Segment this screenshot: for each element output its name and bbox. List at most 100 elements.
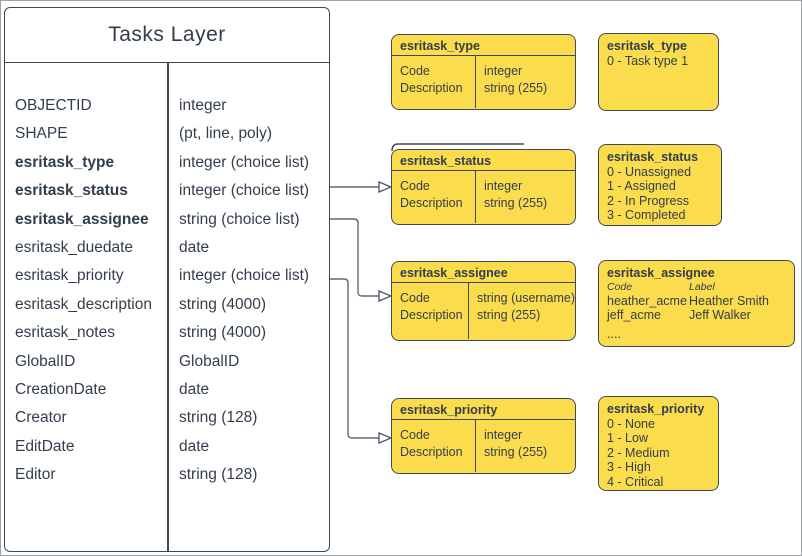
schema-box-esritask-priority: esritask_priority Code Description integ… — [391, 398, 576, 474]
value-box-title: esritask_type — [607, 39, 687, 53]
schema-field-name: Description — [400, 308, 463, 322]
value-box-esritask-status: esritask_status 0 - Unassigned 1 - Assig… — [598, 144, 722, 226]
domain-value: 1 - Low — [607, 431, 648, 446]
field-row-esritask-duedate: esritask_duedate date — [5, 234, 329, 262]
schema-field-type: string (255) — [484, 445, 548, 459]
domain-value: 1 - Assigned — [607, 179, 676, 194]
domain-value: 2 - In Progress — [607, 193, 689, 208]
tasks-layer-box: Tasks Layer OBJECTID integer SHAPE (pt, … — [4, 7, 330, 552]
domain-value: 0 - Unassigned — [607, 164, 692, 179]
field-name: esritask_notes — [15, 324, 115, 342]
assignee-label: Jeff Walker — [689, 308, 751, 323]
schema-box-title: esritask_assignee — [392, 262, 575, 283]
arrowhead-esritask-priority — [378, 432, 393, 444]
field-type: string (choice list) — [179, 210, 300, 228]
schema-field-type: integer — [484, 64, 523, 78]
schema-field-type: string (255) — [484, 81, 548, 95]
field-type: string (4000) — [179, 324, 267, 342]
field-type: date — [179, 381, 210, 399]
schema-field-type: integer — [484, 179, 523, 193]
schema-field-type: string (255) — [484, 196, 548, 210]
value-box-esritask-priority: esritask_priority 0 - None 1 - Low 2 - M… — [598, 396, 719, 491]
schema-box-esritask-type: esritask_type Code Description integer s… — [391, 34, 576, 110]
schema-field-name: Description — [400, 81, 463, 95]
domain-value: 0 - None — [607, 416, 655, 431]
field-row-shape: SHAPE (pt, line, poly) — [5, 120, 329, 148]
field-row-creationdate: CreationDate date — [5, 376, 329, 404]
field-name: esritask_status — [15, 182, 128, 200]
tasks-layer-field-list: OBJECTID integer SHAPE (pt, line, poly) … — [5, 63, 329, 551]
arrowhead-esritask-status — [378, 181, 393, 193]
schema-field-type: integer — [484, 428, 523, 442]
schema-field-type: string (username) — [477, 291, 575, 305]
schema-field-type: string (255) — [477, 308, 541, 322]
field-type: integer — [179, 97, 227, 114]
schema-field-name: Code — [400, 179, 430, 193]
field-name: esritask_type — [15, 153, 115, 171]
field-type: date — [179, 239, 210, 257]
schema-field-name: Code — [400, 291, 430, 305]
schema-box-title: esritask_priority — [392, 399, 575, 420]
field-row-esritask-type: esritask_type integer (choice list) — [5, 149, 329, 177]
connector-esritask-assignee — [330, 218, 379, 297]
field-type: integer (choice list) — [179, 182, 310, 200]
field-type: integer (choice list) — [179, 153, 310, 171]
schema-field-name: Code — [400, 428, 430, 442]
schema-box-esritask-assignee: esritask_assignee Code Description strin… — [391, 261, 576, 341]
value-box-esritask-type: esritask_type 0 - Task type 1 — [598, 33, 719, 111]
field-row-objectid: OBJECTID integer — [5, 92, 329, 120]
tasks-layer-title: Tasks Layer — [5, 8, 329, 63]
field-name: CreationDate — [15, 381, 107, 399]
field-row-editdate: EditDate date — [5, 433, 329, 461]
column-divider — [167, 63, 169, 551]
field-type: string (128) — [179, 466, 258, 484]
value-box-title: esritask_priority — [607, 402, 705, 416]
field-type: string (128) — [179, 409, 258, 427]
domain-value: 4 - Critical — [607, 474, 664, 489]
value-box-esritask-assignee: esritask_assignee Code Label heather_acm… — [598, 260, 795, 347]
field-row-creator: Creator string (128) — [5, 404, 329, 432]
field-type: GlobalID — [179, 352, 240, 370]
connector-esritask-priority — [330, 278, 379, 439]
field-type: (pt, line, poly) — [179, 125, 273, 143]
assignee-label-header: Label — [689, 280, 715, 293]
value-box-title: esritask_assignee — [607, 266, 715, 280]
schema-box-esritask-status: esritask_status Code Description integer… — [391, 149, 576, 225]
assignee-code: heather_acme — [607, 293, 687, 308]
field-row-esritask-status: esritask_status integer (choice list) — [5, 177, 329, 205]
domain-value: 3 - Completed — [607, 208, 686, 223]
assignee-code: jeff_acme — [607, 308, 661, 323]
field-name: Creator — [15, 409, 67, 427]
field-name: esritask_description — [15, 295, 152, 313]
domain-value: 0 - Task type 1 — [607, 53, 689, 68]
field-type: date — [179, 437, 210, 455]
field-row-esritask-assignee: esritask_assignee string (choice list) — [5, 206, 329, 234]
field-name: esritask_assignee — [15, 210, 149, 228]
domain-value: 2 - Medium — [607, 445, 670, 460]
field-name: GlobalID — [15, 352, 76, 370]
assignee-ellipsis: .... — [607, 326, 621, 341]
field-type: string (4000) — [179, 295, 267, 313]
schema-box-title: esritask_type — [392, 35, 575, 56]
arrowhead-esritask-assignee — [378, 290, 393, 302]
field-row-globalid: GlobalID GlobalID — [5, 348, 329, 376]
field-row-esritask-priority: esritask_priority integer (choice list) — [5, 262, 329, 290]
schema-field-name: Description — [400, 196, 463, 210]
value-box-title: esritask_status — [607, 150, 699, 164]
field-row-esritask-description: esritask_description string (4000) — [5, 291, 329, 319]
domain-value: 3 - High — [607, 460, 651, 475]
field-row-esritask-notes: esritask_notes string (4000) — [5, 319, 329, 347]
assignee-code-header: Code — [607, 280, 633, 293]
schema-field-name: Code — [400, 64, 430, 78]
schema-box-title: esritask_status — [392, 150, 575, 171]
field-name: esritask_duedate — [15, 239, 134, 257]
field-row-editor: Editor string (128) — [5, 461, 329, 489]
field-name: OBJECTID — [15, 97, 92, 114]
field-name: EditDate — [15, 437, 75, 455]
schema-field-name: Description — [400, 445, 463, 459]
field-type: integer (choice list) — [179, 267, 310, 285]
field-name: SHAPE — [15, 125, 68, 143]
assignee-label: Heather Smith — [689, 293, 769, 308]
field-name: Editor — [15, 466, 56, 484]
